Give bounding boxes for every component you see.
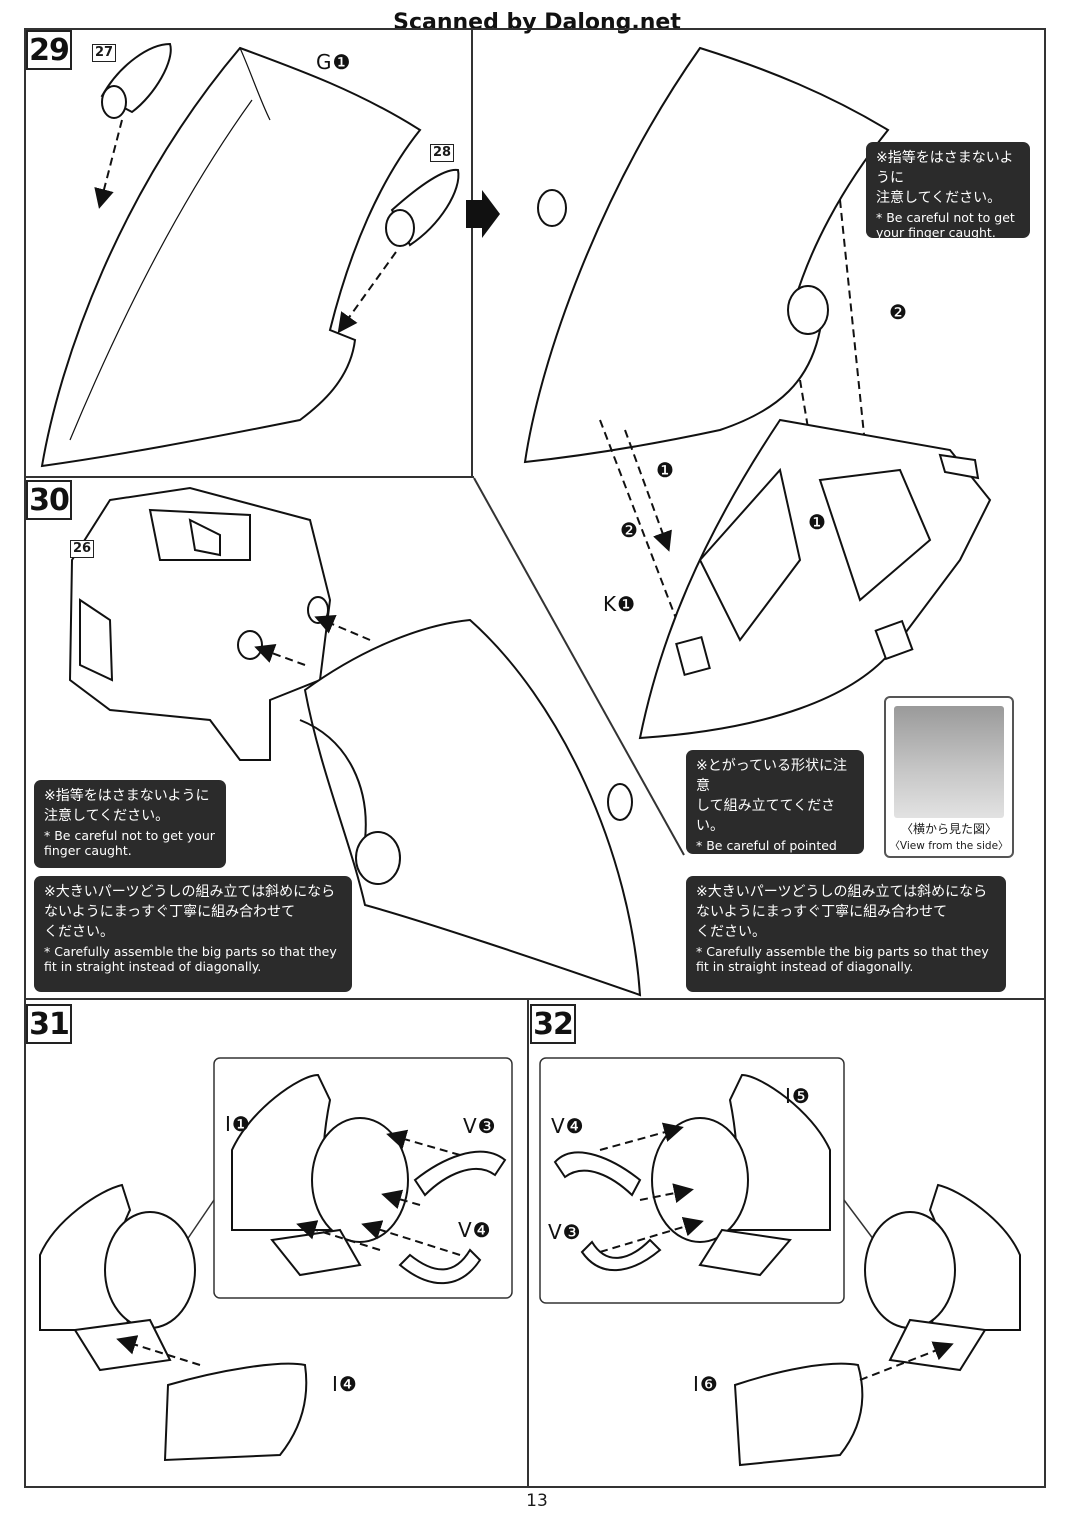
divider-vertical-bottom xyxy=(527,998,529,1488)
part-label-i5: I❺ xyxy=(785,1084,811,1108)
flow-arrow xyxy=(466,190,500,238)
divider-vertical-top xyxy=(471,28,473,478)
hip-armor-i5 xyxy=(651,1073,831,1277)
part-i6-right xyxy=(733,1362,864,1467)
shield-part-g1 xyxy=(40,46,422,468)
divider-step30-top xyxy=(24,476,474,478)
note-text-en: * Be careful not to get your finger caug… xyxy=(44,828,215,858)
part-label-k1: K❶ xyxy=(603,592,637,616)
part-v3-left xyxy=(413,1150,507,1197)
note-text-jp: 注意してください。 xyxy=(876,190,1002,206)
order-mark-2b: ❷ xyxy=(889,300,908,324)
side-view-inset: 〈横から見た図〉 〈View from the side〉 xyxy=(884,696,1014,858)
part-label-v4-right: V❹ xyxy=(551,1114,585,1138)
frame-part-k1 xyxy=(638,418,992,740)
note-text-jp: ください。 xyxy=(696,924,766,940)
note-text-jp: ※指等をはさまないように xyxy=(876,150,1014,186)
note-text-jp: ※大きいパーツどうしの組み立ては斜めになら xyxy=(696,884,988,900)
caution-note-finger-step30: ※指等をはさまないように 注意してください。 * Be careful not … xyxy=(34,780,226,868)
part-label-g1: G❶ xyxy=(316,50,352,74)
page-number: 13 xyxy=(526,1491,548,1511)
part-v4-right xyxy=(553,1151,642,1197)
step-number-32: 32 xyxy=(530,1004,576,1044)
note-text-jp: して組み立ててください。 xyxy=(696,798,836,834)
shield-assembly-step30 xyxy=(299,618,642,997)
step-number-31: 31 xyxy=(26,1004,72,1044)
side-view-caption-jp: 〈横から見た図〉 xyxy=(900,822,997,836)
torso-block-26 xyxy=(68,486,332,761)
note-text-jp: ください。 xyxy=(44,924,114,940)
part-label-v4-left: V❹ xyxy=(458,1218,492,1242)
ref-step-27: 27 xyxy=(92,44,117,62)
part-label-i1: I❶ xyxy=(225,1112,251,1136)
part-label-v3-right: V❸ xyxy=(548,1220,582,1244)
ref-step-26: 26 xyxy=(70,540,95,558)
divider-horizontal-mid xyxy=(24,998,1046,1000)
hip-assembly-31 xyxy=(39,1183,196,1372)
part-i4-left xyxy=(163,1362,308,1462)
scan-watermark-header: Scanned by Dalong.net xyxy=(393,10,681,35)
note-text-en: * Be careful not to get your finger caug… xyxy=(876,210,1015,240)
side-view-photo xyxy=(894,706,1004,818)
part-label-i4: I❹ xyxy=(332,1372,358,1396)
shield-part-right xyxy=(523,46,890,464)
caution-note-straight-right: ※大きいパーツどうしの組み立ては斜めになら ないようにまっすぐ丁寧に組み合わせて… xyxy=(686,876,1006,992)
hip-assembly-32 xyxy=(864,1183,1021,1372)
hip-armor-i1 xyxy=(231,1073,409,1277)
side-view-caption-en: 〈View from the side〉 xyxy=(889,840,1009,852)
part-label-v3-left: V❸ xyxy=(463,1114,497,1138)
order-mark-2a: ❷ xyxy=(620,518,639,542)
part-v3-right xyxy=(580,1238,662,1272)
caution-note-straight-left: ※大きいパーツどうしの組み立ては斜めになら ないようにまっすぐ丁寧に組み合わせて… xyxy=(34,876,352,992)
part-v4-left xyxy=(398,1248,482,1285)
ref-step-28: 28 xyxy=(430,144,455,162)
note-text-jp: 注意してください。 xyxy=(44,808,170,824)
order-mark-1b: ❶ xyxy=(808,510,827,534)
thruster-27 xyxy=(100,42,172,119)
note-text-jp: ※大きいパーツどうしの組み立ては斜めになら xyxy=(44,884,336,900)
part-label-i6: I❻ xyxy=(693,1372,719,1396)
caution-note-finger-top: ※指等をはさまないように 注意してください。 * Be careful not … xyxy=(866,142,1030,240)
note-text-jp: ないようにまっすぐ丁寧に組み合わせて xyxy=(696,904,948,920)
note-text-jp: ないようにまっすぐ丁寧に組み合わせて xyxy=(44,904,296,920)
step-number-30: 30 xyxy=(26,480,72,520)
caution-note-pointed: ※とがっている形状に注意 して組み立ててください。 * Be careful o… xyxy=(686,750,864,883)
note-text-en: * Carefully assemble the big parts so th… xyxy=(44,944,337,974)
step-number-29: 29 xyxy=(26,30,72,70)
note-text-jp: ※指等をはさまないように xyxy=(44,788,210,804)
note-text-en: * Carefully assemble the big parts so th… xyxy=(696,944,989,974)
note-text-jp: ※とがっている形状に注意 xyxy=(696,758,848,794)
thruster-28 xyxy=(385,168,460,247)
order-mark-1a: ❶ xyxy=(656,458,675,482)
page-frame xyxy=(24,28,1046,1488)
